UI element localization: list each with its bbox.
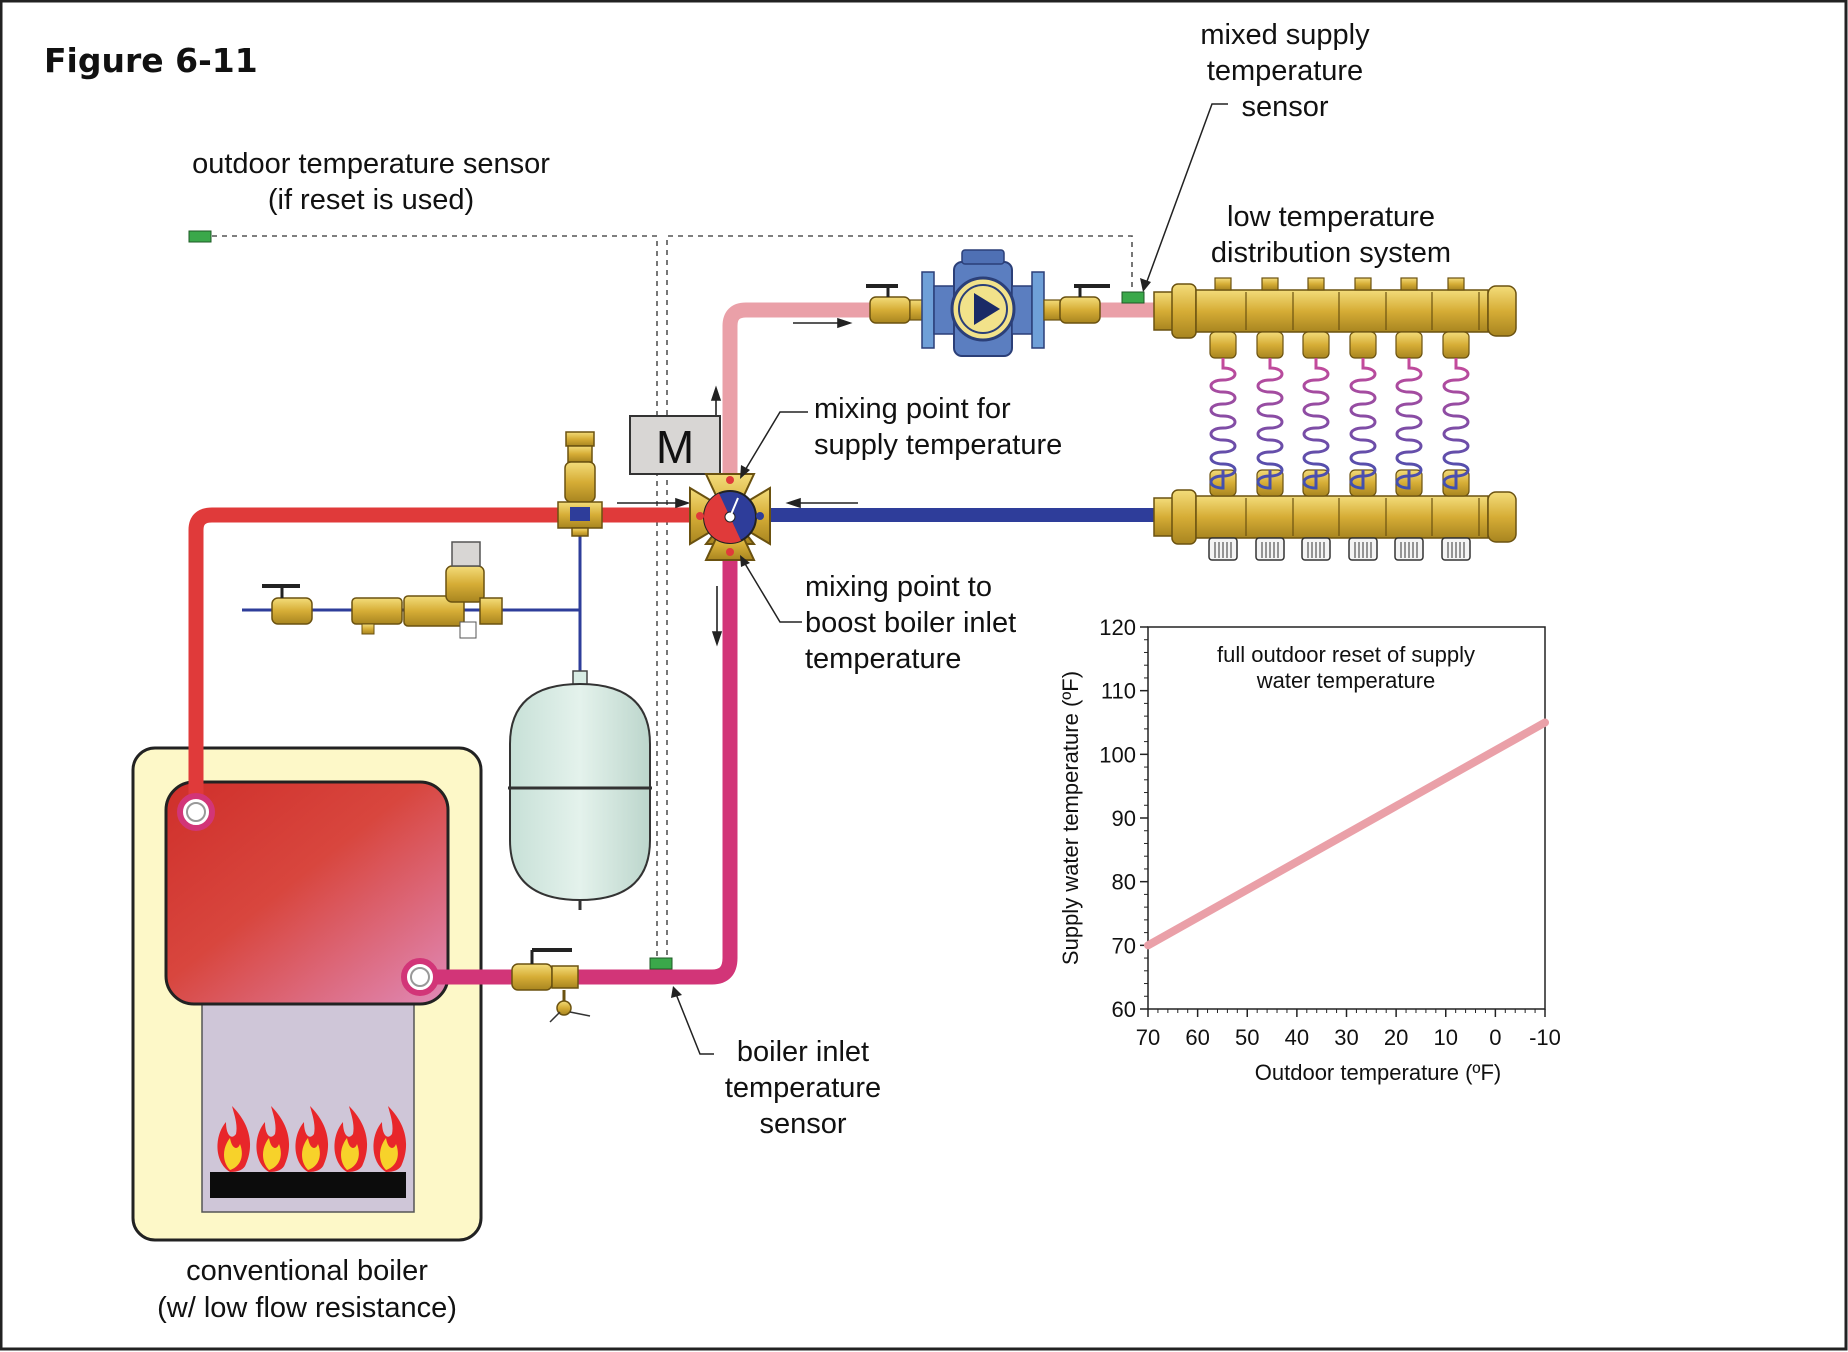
- reset-curve-line: [1144, 718, 1549, 950]
- label-mixed-supply-1: mixed supply: [1200, 19, 1370, 51]
- radiant-tube-loop: [1209, 358, 1237, 490]
- radiant-tube-loop: [1302, 358, 1330, 490]
- outdoor-temperature-sensor: [188, 230, 212, 243]
- label-boiler-inlet-3: sensor: [759, 1108, 846, 1140]
- makeup-water-assembly: [262, 541, 503, 639]
- leader-lines: [671, 103, 1228, 1055]
- label-mix-boost-2: boost boiler inlet: [805, 607, 1016, 639]
- x-tick-label: 20: [1384, 1025, 1408, 1050]
- conventional-boiler: [131, 746, 483, 1242]
- mixed-supply-temperature-sensor: [1121, 291, 1145, 304]
- label-boiler-inlet-1: boiler inlet: [737, 1036, 869, 1068]
- y-tick-label: 70: [1112, 933, 1136, 958]
- motor-letter: M: [656, 421, 694, 473]
- label-boiler-inlet-2: temperature: [725, 1072, 881, 1104]
- radiant-tube-loop: [1395, 358, 1423, 490]
- supply-outlet-fitting: [1349, 331, 1377, 359]
- expansion-tank: [508, 670, 652, 910]
- label-boiler-2: (w/ low flow resistance): [157, 1292, 457, 1324]
- y-tick-label: 90: [1112, 806, 1136, 831]
- label-mix-boost-3: temperature: [805, 643, 961, 675]
- backflow-preventer: [351, 597, 403, 625]
- manifold-top-cap: [1307, 277, 1325, 291]
- manifold-top-cap: [1447, 277, 1465, 291]
- chart-x-label: Outdoor temperature (ºF): [1255, 1060, 1501, 1085]
- x-tick-label: 70: [1136, 1025, 1160, 1050]
- label-low-temp-2: distribution system: [1211, 237, 1451, 269]
- supply-outlet-fitting: [1395, 331, 1423, 359]
- label-outdoor-sensor-1: outdoor temperature sensor: [192, 148, 550, 180]
- x-tick-label: 0: [1489, 1025, 1501, 1050]
- label-outdoor-sensor-2: (if reset is used): [268, 184, 474, 216]
- supply-outlet-fitting: [1256, 331, 1284, 359]
- supply-outlet-fitting: [1302, 331, 1330, 359]
- chart-y-axis: 60 70 80 90 100 110 120: [1099, 615, 1148, 1022]
- boiler-inlet-temperature-sensor: [649, 957, 673, 970]
- air-vent: [557, 431, 603, 537]
- supply-manifold: [1153, 283, 1517, 339]
- radiant-tube-loop: [1349, 358, 1377, 490]
- pressure-reducing-valve: [403, 595, 465, 627]
- y-tick-label: 110: [1101, 679, 1136, 704]
- manifold-top-cap: [1214, 277, 1232, 291]
- return-manifold: [1153, 489, 1517, 545]
- supply-outlet-fitting: [1442, 331, 1470, 359]
- boiler-return-valve: [511, 948, 591, 1023]
- x-tick-label: 30: [1334, 1025, 1358, 1050]
- x-tick-label: 60: [1185, 1025, 1209, 1050]
- label-mix-boost-1: mixing point to: [805, 571, 992, 603]
- label-boiler-1: conventional boiler: [186, 1255, 428, 1287]
- label-mix-supply-2: supply temperature: [814, 429, 1062, 461]
- figure-label: Figure 6-11: [44, 41, 258, 80]
- callout-labels: outdoor temperature sensor (if reset is …: [157, 19, 1451, 1324]
- radiant-tube-loop: [1442, 358, 1470, 490]
- chart-title-line1: full outdoor reset of supply: [1217, 642, 1475, 667]
- label-mix-supply-1: mixing point for: [814, 393, 1011, 425]
- boiler-supply-pipe: [188, 507, 712, 810]
- four-way-mixing-valve: M: [629, 415, 771, 561]
- circulator-pump: [866, 249, 1110, 357]
- valve-motor-actuator: [629, 415, 721, 475]
- chart-series: [1144, 718, 1549, 950]
- x-tick-label: 40: [1285, 1025, 1309, 1050]
- manifold-top-cap: [1261, 277, 1279, 291]
- label-mixed-supply-3: sensor: [1241, 91, 1328, 123]
- isolation-valve-left: [869, 296, 911, 324]
- x-tick-label: 10: [1434, 1025, 1458, 1050]
- supply-outlet-fitting: [1209, 331, 1237, 359]
- mixed-supply-pipe: [722, 302, 1160, 500]
- y-tick-label: 100: [1099, 742, 1136, 767]
- chart-title-line2: water temperature: [1256, 668, 1436, 693]
- isolation-valve-right: [1059, 296, 1101, 324]
- chart-frame: [1147, 626, 1546, 1010]
- sensor-wiring: [212, 235, 1133, 965]
- x-tick-label: 50: [1235, 1025, 1259, 1050]
- burner-flames: [217, 1106, 407, 1172]
- radiant-tube-loop: [1256, 358, 1284, 490]
- chart-y-label: Supply water temperature (ºF): [1058, 671, 1083, 965]
- y-tick-label: 120: [1099, 615, 1136, 640]
- label-low-temp-1: low temperature: [1227, 201, 1435, 233]
- manifold-top-cap: [1354, 277, 1372, 291]
- distribution-loops: [1208, 277, 1480, 561]
- burner-bar: [210, 1172, 406, 1198]
- y-tick-label: 80: [1112, 870, 1136, 895]
- shutoff-ball-valve: [271, 597, 313, 625]
- chart-x-axis: 70 60 50 40 30 20 10 0 -10: [1136, 1009, 1561, 1050]
- y-tick-label: 60: [1112, 997, 1136, 1022]
- boiler-return-pipe: [414, 534, 738, 985]
- label-mixed-supply-2: temperature: [1207, 55, 1363, 87]
- x-tick-label: -10: [1529, 1025, 1561, 1050]
- manifold-top-cap: [1400, 277, 1418, 291]
